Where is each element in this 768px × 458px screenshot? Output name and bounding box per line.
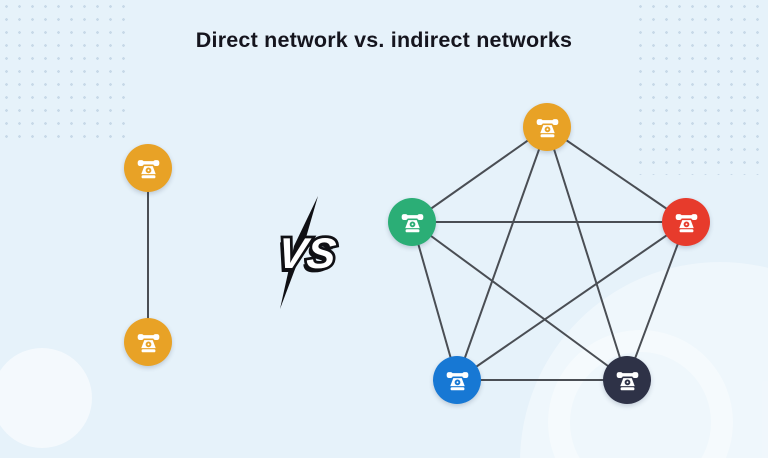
dot-grid-top-right xyxy=(634,0,768,175)
dot-grid-top-left xyxy=(0,0,134,140)
background-circle-bottom-left xyxy=(0,348,92,448)
phone-node-indirect-blue-i4 xyxy=(433,356,481,404)
phone-icon xyxy=(401,213,423,232)
edge-indirect-i1-i4 xyxy=(456,126,548,381)
edge-indirect-i2-i5 xyxy=(411,221,628,381)
edge-indirect-i1-i3 xyxy=(546,126,687,223)
phone-node-direct-orange-d2 xyxy=(124,318,172,366)
phone-node-indirect-green-i2 xyxy=(388,198,436,246)
phone-icon xyxy=(675,213,697,232)
phone-node-indirect-red-i3 xyxy=(662,198,710,246)
vs-label-shadow: VS xyxy=(272,234,335,282)
edge-indirect-i3-i5 xyxy=(626,221,687,381)
vs-label: VS xyxy=(276,230,339,278)
edge-indirect-i1-i5 xyxy=(546,126,628,381)
phone-icon xyxy=(137,333,159,352)
phone-node-indirect-orange-i1 xyxy=(523,103,571,151)
edge-indirect-i3-i4 xyxy=(456,221,687,381)
phone-icon xyxy=(616,371,638,390)
lightning-bolt-icon xyxy=(280,196,318,309)
phone-node-direct-orange-d1 xyxy=(124,144,172,192)
phone-icon xyxy=(446,371,468,390)
phone-icon xyxy=(536,118,558,137)
page-title: Direct network vs. indirect networks xyxy=(195,28,573,52)
phone-node-indirect-dark-i5 xyxy=(603,356,651,404)
edge-indirect-i1-i2 xyxy=(411,126,548,223)
phone-icon xyxy=(137,159,159,178)
edge-indirect-i2-i4 xyxy=(411,221,458,381)
vs-badge: VS VS xyxy=(272,196,341,309)
